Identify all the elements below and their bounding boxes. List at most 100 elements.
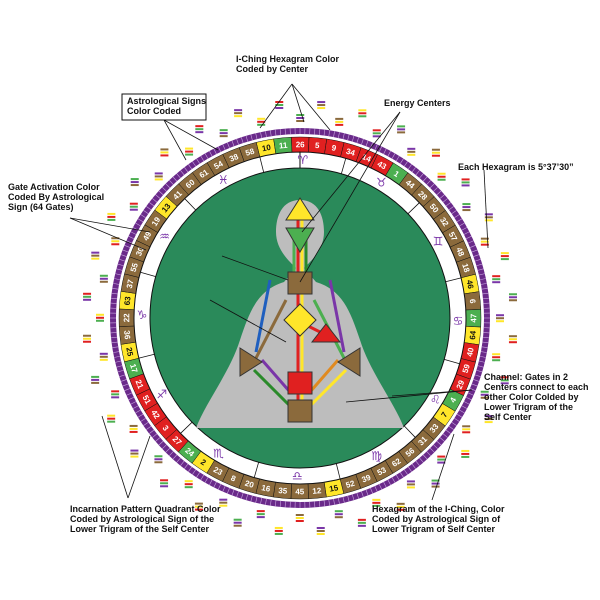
hexagram-icon — [461, 449, 470, 458]
self-center — [283, 303, 317, 337]
solar-plexus-center — [337, 347, 361, 377]
annotation-line: Channel: Gates in 2 — [484, 372, 568, 382]
hexagram-icon — [492, 353, 501, 362]
hexagram-angle-note: Each Hexagram is 5°37’30” — [458, 162, 574, 172]
gate-number: 6 — [468, 299, 477, 305]
annotation-line: Hexagram of the I-Ching, Color — [372, 504, 505, 514]
gate-number: 10 — [261, 143, 272, 154]
hexagram-icon — [484, 415, 493, 424]
hexagram-icon — [508, 335, 517, 344]
zodiac-sign: ♎ — [292, 469, 303, 483]
hexagram-icon — [111, 390, 120, 399]
hexagram-icon — [407, 147, 416, 156]
annotation-line: Lower Trigram of Self Center — [372, 524, 496, 534]
gate-number: 17 — [128, 363, 139, 375]
signs-box — [121, 93, 207, 121]
hexagram-icon — [154, 455, 163, 464]
gate-number: 30 — [134, 245, 146, 257]
annotation-line: Gate Activation Color — [8, 182, 100, 192]
hexagram-icon — [484, 213, 493, 222]
sacral-center — [287, 371, 313, 395]
zodiac-sign: ♍ — [371, 449, 382, 463]
hexagram-icon — [219, 129, 228, 138]
hexagram-icon — [508, 293, 517, 302]
root-center — [287, 399, 313, 423]
zodiac-sign: ♓ — [218, 173, 229, 187]
gate-number: 37 — [125, 278, 136, 289]
hexagram-icon — [372, 498, 381, 507]
gate-number: 48 — [454, 246, 466, 258]
hexagram-icon — [99, 274, 108, 283]
hexagram-icon — [195, 125, 204, 134]
gate-number: 7 — [439, 410, 449, 419]
hexagram-icon — [495, 314, 504, 323]
annotation-line: Astrological Signs — [127, 96, 206, 106]
hexagram-icon — [357, 518, 366, 527]
annotation-line: Lower Trigram of the Self Center — [70, 524, 210, 534]
zodiac-sign: ♏ — [213, 446, 224, 460]
annotation-line: Coded by Center — [236, 64, 309, 74]
annotation-line: Coded by Astrological Sign of the — [70, 514, 214, 524]
gate-number: 9 — [331, 143, 338, 153]
zodiac-sign: ♊ — [433, 234, 444, 248]
gate-number: 26 — [296, 140, 305, 149]
gate-number: 40 — [465, 346, 476, 357]
hexagram-icon — [296, 114, 305, 123]
hexagram-icon — [107, 414, 116, 423]
gate-number: 8 — [230, 473, 238, 483]
hexagram-icon — [160, 148, 169, 157]
hexagram-icon — [274, 526, 283, 535]
hexagram-icon — [317, 101, 326, 110]
hexagram-icon — [480, 237, 489, 246]
annotation-line: Energy Centers — [384, 98, 451, 108]
annotation-line: other Color Colded by — [484, 392, 579, 402]
hexagram-icon — [257, 117, 266, 126]
hexagram-icon — [295, 513, 304, 522]
gate-number: 55 — [129, 261, 140, 273]
zodiac-sign: ♉ — [376, 176, 387, 190]
hexagram-icon — [130, 449, 139, 458]
zodiac-sign: ♋ — [453, 314, 464, 328]
gate-number: 3 — [161, 424, 171, 434]
hexagram-icon — [99, 352, 108, 361]
hexagram-icon — [111, 237, 120, 246]
gate-number: 4 — [448, 396, 458, 405]
annotation-line: Lower Trigram of the — [484, 402, 573, 412]
hexagram-icon — [437, 172, 446, 181]
annotation-line: Sign (64 Gates) — [8, 202, 74, 212]
zodiac-sign: ♈ — [297, 153, 308, 167]
hexagram-icon — [358, 109, 367, 118]
gate-number: 59 — [461, 363, 472, 375]
gate-number: 36 — [122, 330, 132, 340]
hexagram-icon — [160, 479, 169, 488]
hexagram-icon — [91, 251, 100, 260]
hexagram-icon — [96, 313, 105, 322]
annotation-line: Incarnation Pattern Quadrant Color — [70, 504, 221, 514]
gate-number: 11 — [279, 141, 289, 151]
energy-note: Energy Centers — [384, 98, 451, 108]
hexagram-icon — [431, 479, 440, 488]
annotation-line: Coded by Astrological Sign of — [372, 514, 501, 524]
zodiac-sign: ♐ — [156, 388, 167, 402]
spleen-center — [239, 347, 263, 377]
hexagram-icon — [406, 480, 415, 489]
gate-number: 5 — [315, 141, 321, 150]
leader-lines — [69, 83, 489, 501]
annotation-line: Coded By Astrological — [8, 192, 104, 202]
gate-number: 38 — [228, 152, 240, 164]
gate-number: 64 — [468, 330, 478, 340]
zodiac-sign-ring: ♈♉♊♋♌♍♎♏♐♑♒♓ — [133, 151, 467, 485]
gate-number: 58 — [244, 146, 256, 157]
gate-number: 15 — [328, 483, 339, 494]
hexagram-icon — [256, 510, 265, 519]
hexagram-icon — [130, 178, 139, 187]
sign-band — [133, 151, 467, 485]
hexagram-icon — [91, 375, 100, 384]
gate-number: 45 — [295, 487, 304, 496]
